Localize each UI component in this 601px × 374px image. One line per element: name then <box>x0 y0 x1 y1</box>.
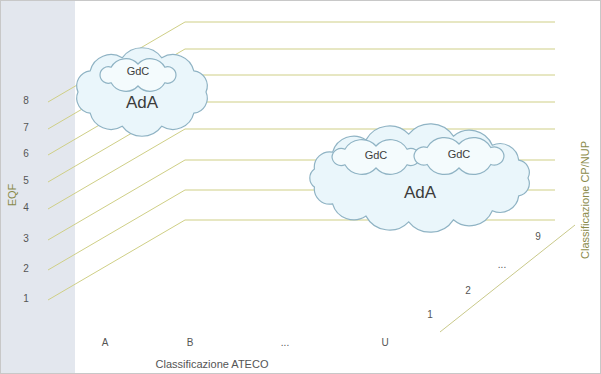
axis-label: 8 <box>23 95 29 106</box>
axis-label: 4 <box>23 202 29 213</box>
label-text: U <box>381 337 388 348</box>
label-text: A <box>102 337 109 348</box>
axis-label: 6 <box>23 148 29 159</box>
axis-label: EQF <box>6 184 18 207</box>
label-text: 6 <box>23 148 29 159</box>
label-text: EQF <box>6 184 18 207</box>
label-text: Classificazione CP/NUP <box>579 141 591 259</box>
cloud-shape <box>77 48 208 137</box>
axis-label: Classificazione ATECO <box>156 358 269 370</box>
cloud-label: AdA <box>306 184 534 203</box>
cloud-node: GdC <box>408 138 510 174</box>
axis-label: A <box>102 337 109 348</box>
axis-label: 5 <box>23 175 29 186</box>
axis-label: U <box>381 337 388 348</box>
cloud-outline <box>306 128 534 228</box>
cloud-node: GdC <box>94 58 182 92</box>
label-text: ... <box>498 259 506 270</box>
axis-label: ... <box>281 337 289 348</box>
level-line <box>48 22 555 102</box>
label-text: 8 <box>23 95 29 106</box>
cloud-node: AdA GdC <box>72 50 212 134</box>
label-text: 2 <box>465 285 471 296</box>
axis-label: Classificazione CP/NUP <box>579 141 591 259</box>
label-text: 7 <box>23 122 29 133</box>
label-text: 4 <box>23 202 29 213</box>
label-text: 2 <box>23 263 29 274</box>
side-band <box>0 0 75 374</box>
label-text: 5 <box>23 175 29 186</box>
label-text: 3 <box>23 233 29 244</box>
axis-label: 1 <box>427 309 433 320</box>
cloud-node: GdC <box>326 140 426 174</box>
cloud-node: AdA GdCGdC <box>306 128 534 228</box>
axis-label: 2 <box>465 285 471 296</box>
level-line <box>48 220 555 300</box>
cloud-label: GdC <box>408 148 510 160</box>
label-text: B <box>187 337 194 348</box>
axis-label: 3 <box>23 233 29 244</box>
cloud-label: AdA <box>72 94 212 113</box>
cloud-shape <box>310 124 529 232</box>
axis-label: 7 <box>23 122 29 133</box>
label-text: 1 <box>427 309 433 320</box>
axis-label: 2 <box>23 263 29 274</box>
axis-label: 1 <box>23 293 29 304</box>
eqf-level-lines <box>48 22 555 300</box>
axis-label: 9 <box>535 231 541 242</box>
axis-label: ... <box>498 259 506 270</box>
cloud-label: GdC <box>94 65 182 77</box>
label-text: ... <box>281 337 289 348</box>
label-text: Classificazione ATECO <box>156 358 269 370</box>
cloud-label: GdC <box>326 149 426 161</box>
label-text: 9 <box>535 231 541 242</box>
depth-axis <box>440 225 575 332</box>
axis-label: B <box>187 337 194 348</box>
label-text: 1 <box>23 293 29 304</box>
